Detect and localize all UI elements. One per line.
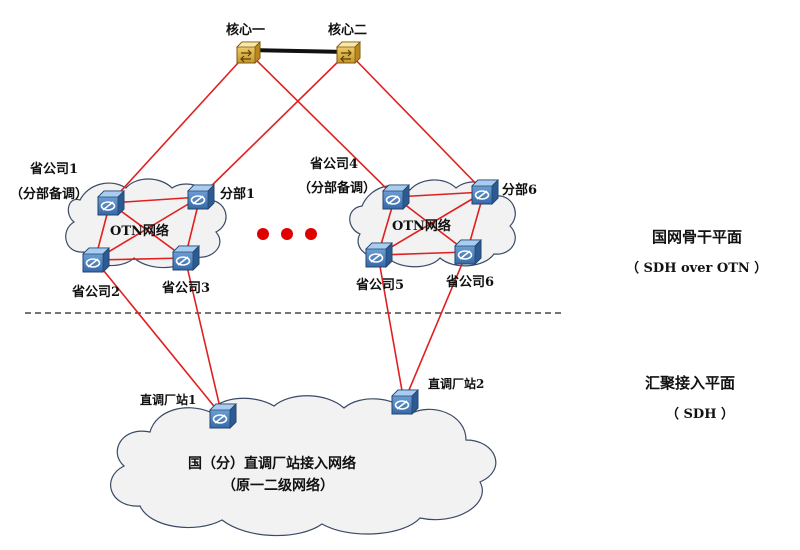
link-prov6-station2 — [403, 251, 468, 403]
ellipsis-dot-2 — [281, 228, 293, 240]
station2-node-icon — [391, 389, 419, 415]
province3-label: 省公司3 — [161, 280, 210, 296]
province6-label: 省公司6 — [445, 274, 494, 290]
branch6-node-icon — [471, 179, 499, 205]
access-plane-sub: （ SDH ） — [666, 406, 734, 422]
link-r-56 — [377, 251, 468, 256]
link-l-23 — [94, 257, 186, 261]
link-core2-branch6 — [347, 51, 485, 193]
province1-node-icon — [97, 190, 125, 216]
province4-node-icon — [382, 184, 410, 210]
province4-label: 省公司4 — [309, 156, 358, 172]
link-prov3-station1 — [184, 257, 223, 417]
link-prov2-station1 — [94, 259, 223, 417]
branch1-node-icon — [187, 184, 215, 210]
link-l-13 — [109, 202, 186, 259]
province6-node-icon — [454, 239, 482, 265]
branch1-label: 分部1 — [220, 186, 255, 202]
link-r-b5 — [377, 191, 485, 256]
province5-label: 省公司5 — [355, 277, 404, 293]
core-one-icon — [236, 41, 261, 64]
links — [94, 51, 485, 417]
link-r-4p6 — [394, 196, 468, 253]
core-two-icon — [336, 41, 361, 64]
ellipsis-dot-1 — [257, 228, 269, 240]
station1-node-icon — [209, 403, 237, 429]
ellipsis-dot-3 — [305, 228, 317, 240]
right-cloud-label: OTN网络 — [392, 218, 451, 234]
province5-node-icon — [365, 242, 393, 268]
province4-sub-label: （分部备调） — [298, 180, 376, 196]
link-l-b2 — [94, 196, 201, 261]
core-backbone-link — [247, 48, 349, 54]
link-prov5-station2 — [377, 254, 405, 403]
province1-sub-label: （分部备调） — [10, 186, 88, 202]
station1-label: 直调厂站1 — [140, 392, 196, 407]
backbone-plane-title: 国网骨干平面 — [652, 228, 742, 246]
branch6-label: 分部6 — [502, 182, 537, 198]
province2-node-icon — [82, 247, 110, 273]
core-two-label: 核心二 — [328, 22, 367, 38]
left-cloud-label: OTN网络 — [110, 223, 169, 239]
link-core1-prov4 — [247, 51, 396, 198]
province2-label: 省公司2 — [71, 284, 120, 300]
backbone-plane-sub: （ SDH over OTN ） — [626, 260, 767, 276]
link-core2-branch1 — [199, 51, 349, 198]
core-one-label: 核心一 — [226, 22, 265, 38]
access-cloud — [110, 395, 497, 537]
link-r-46 — [394, 191, 485, 198]
province3-node-icon — [172, 245, 200, 271]
province1-label: 省公司1 — [29, 161, 78, 177]
station2-label: 直调厂站2 — [428, 376, 484, 391]
link-core1-prov1 — [109, 51, 249, 204]
link-l-1b — [109, 196, 201, 204]
access-cloud-line1: 国（分）直调厂站接入网络 — [188, 455, 356, 472]
access-plane-title: 汇聚接入平面 — [645, 374, 735, 392]
access-cloud-line2: （原一二级网络） — [222, 477, 334, 494]
